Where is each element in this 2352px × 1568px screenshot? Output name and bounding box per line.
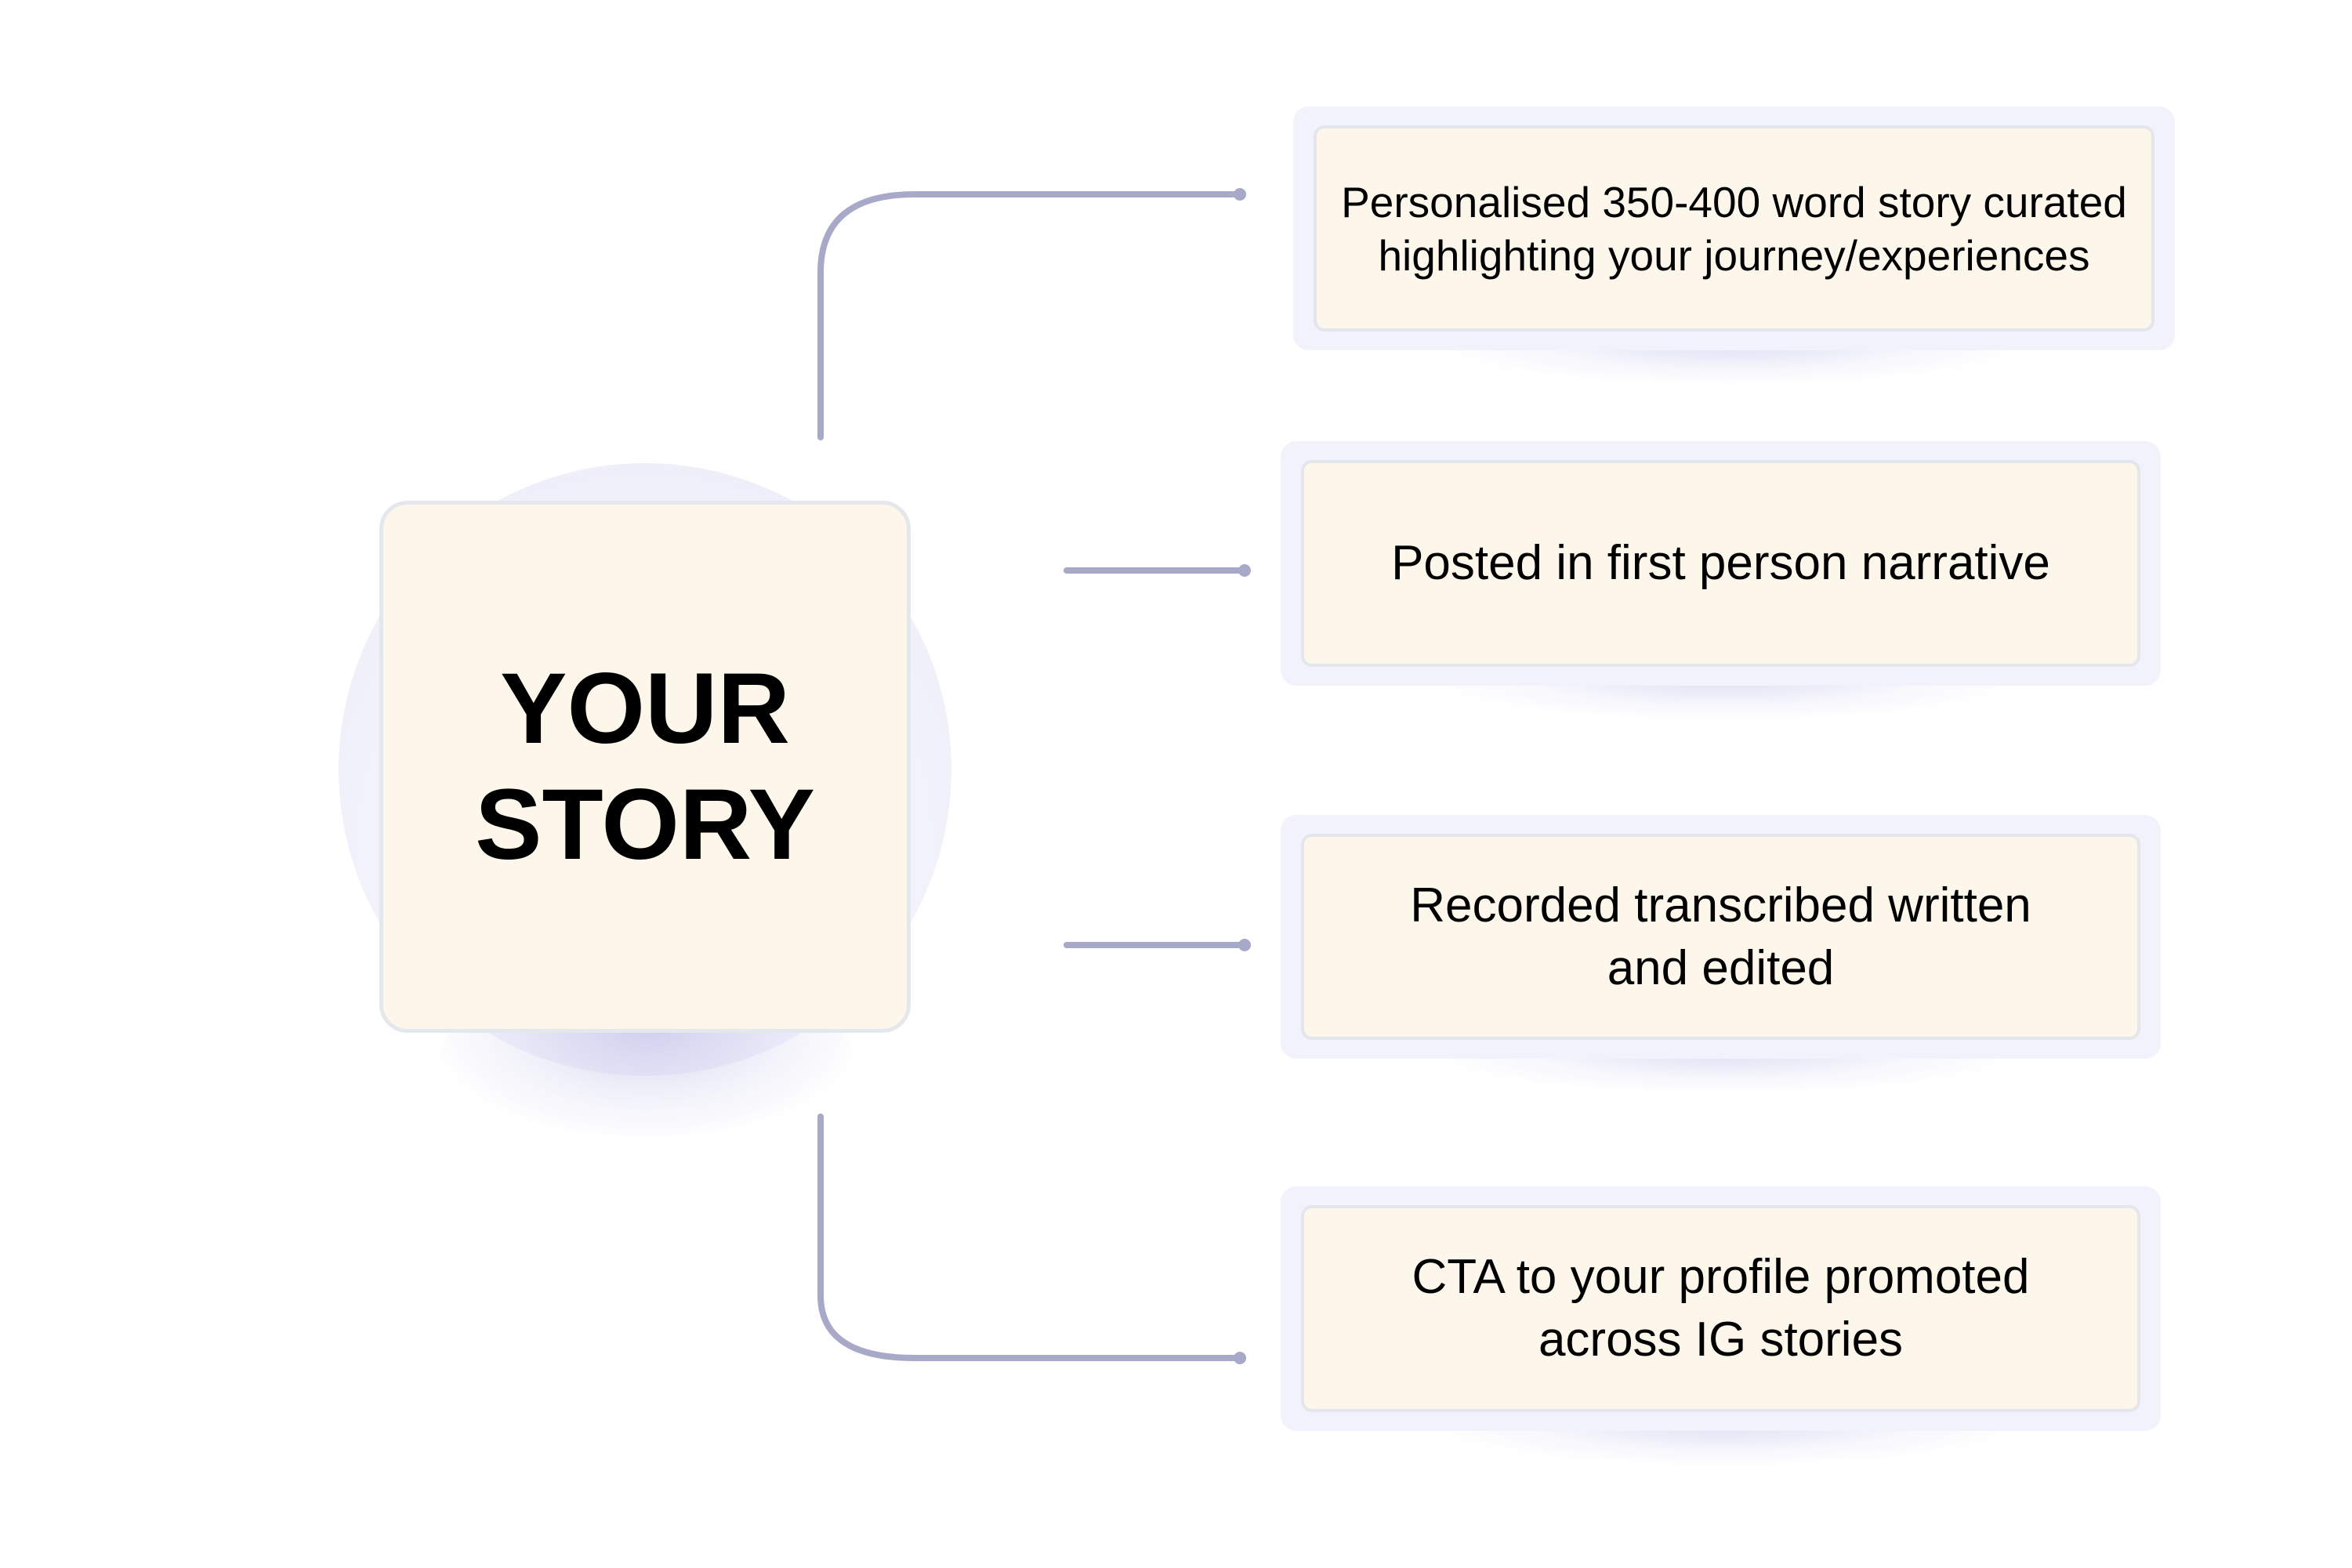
connector-1 [817, 191, 1243, 440]
connector-1-dot [1234, 188, 1246, 201]
item-3-card: Recorded transcribed written and edited [1301, 834, 2140, 1040]
item-1-text: Personalised 350-400 word story curated … [1341, 177, 2127, 280]
connector-3-dot [1238, 939, 1251, 951]
item-4-card: CTA to your profile promoted across IG s… [1301, 1205, 2140, 1412]
item-3-text: Recorded transcribed written and edited [1410, 878, 2031, 995]
item-2-text: Posted in first person narrative [1391, 536, 2050, 590]
connector-2-dot [1238, 564, 1251, 577]
item-4: CTA to your profile promoted across IG s… [1281, 1186, 2161, 1431]
item-1-card: Personalised 350-400 word story curated … [1314, 125, 2154, 331]
item-1: Personalised 350-400 word story curated … [1293, 107, 2175, 350]
item-2-card: Posted in first person narrative [1301, 460, 2140, 667]
center-card: YOUR STORY [379, 501, 911, 1033]
center-title: YOUR STORY [475, 652, 815, 881]
connector-4-dot [1234, 1352, 1246, 1364]
item-4-text: CTA to your profile promoted across IG s… [1412, 1250, 2030, 1367]
item-2: Posted in first person narrative [1281, 441, 2161, 686]
item-3: Recorded transcribed written and edited [1281, 815, 2161, 1059]
connector-4 [817, 1114, 1243, 1361]
